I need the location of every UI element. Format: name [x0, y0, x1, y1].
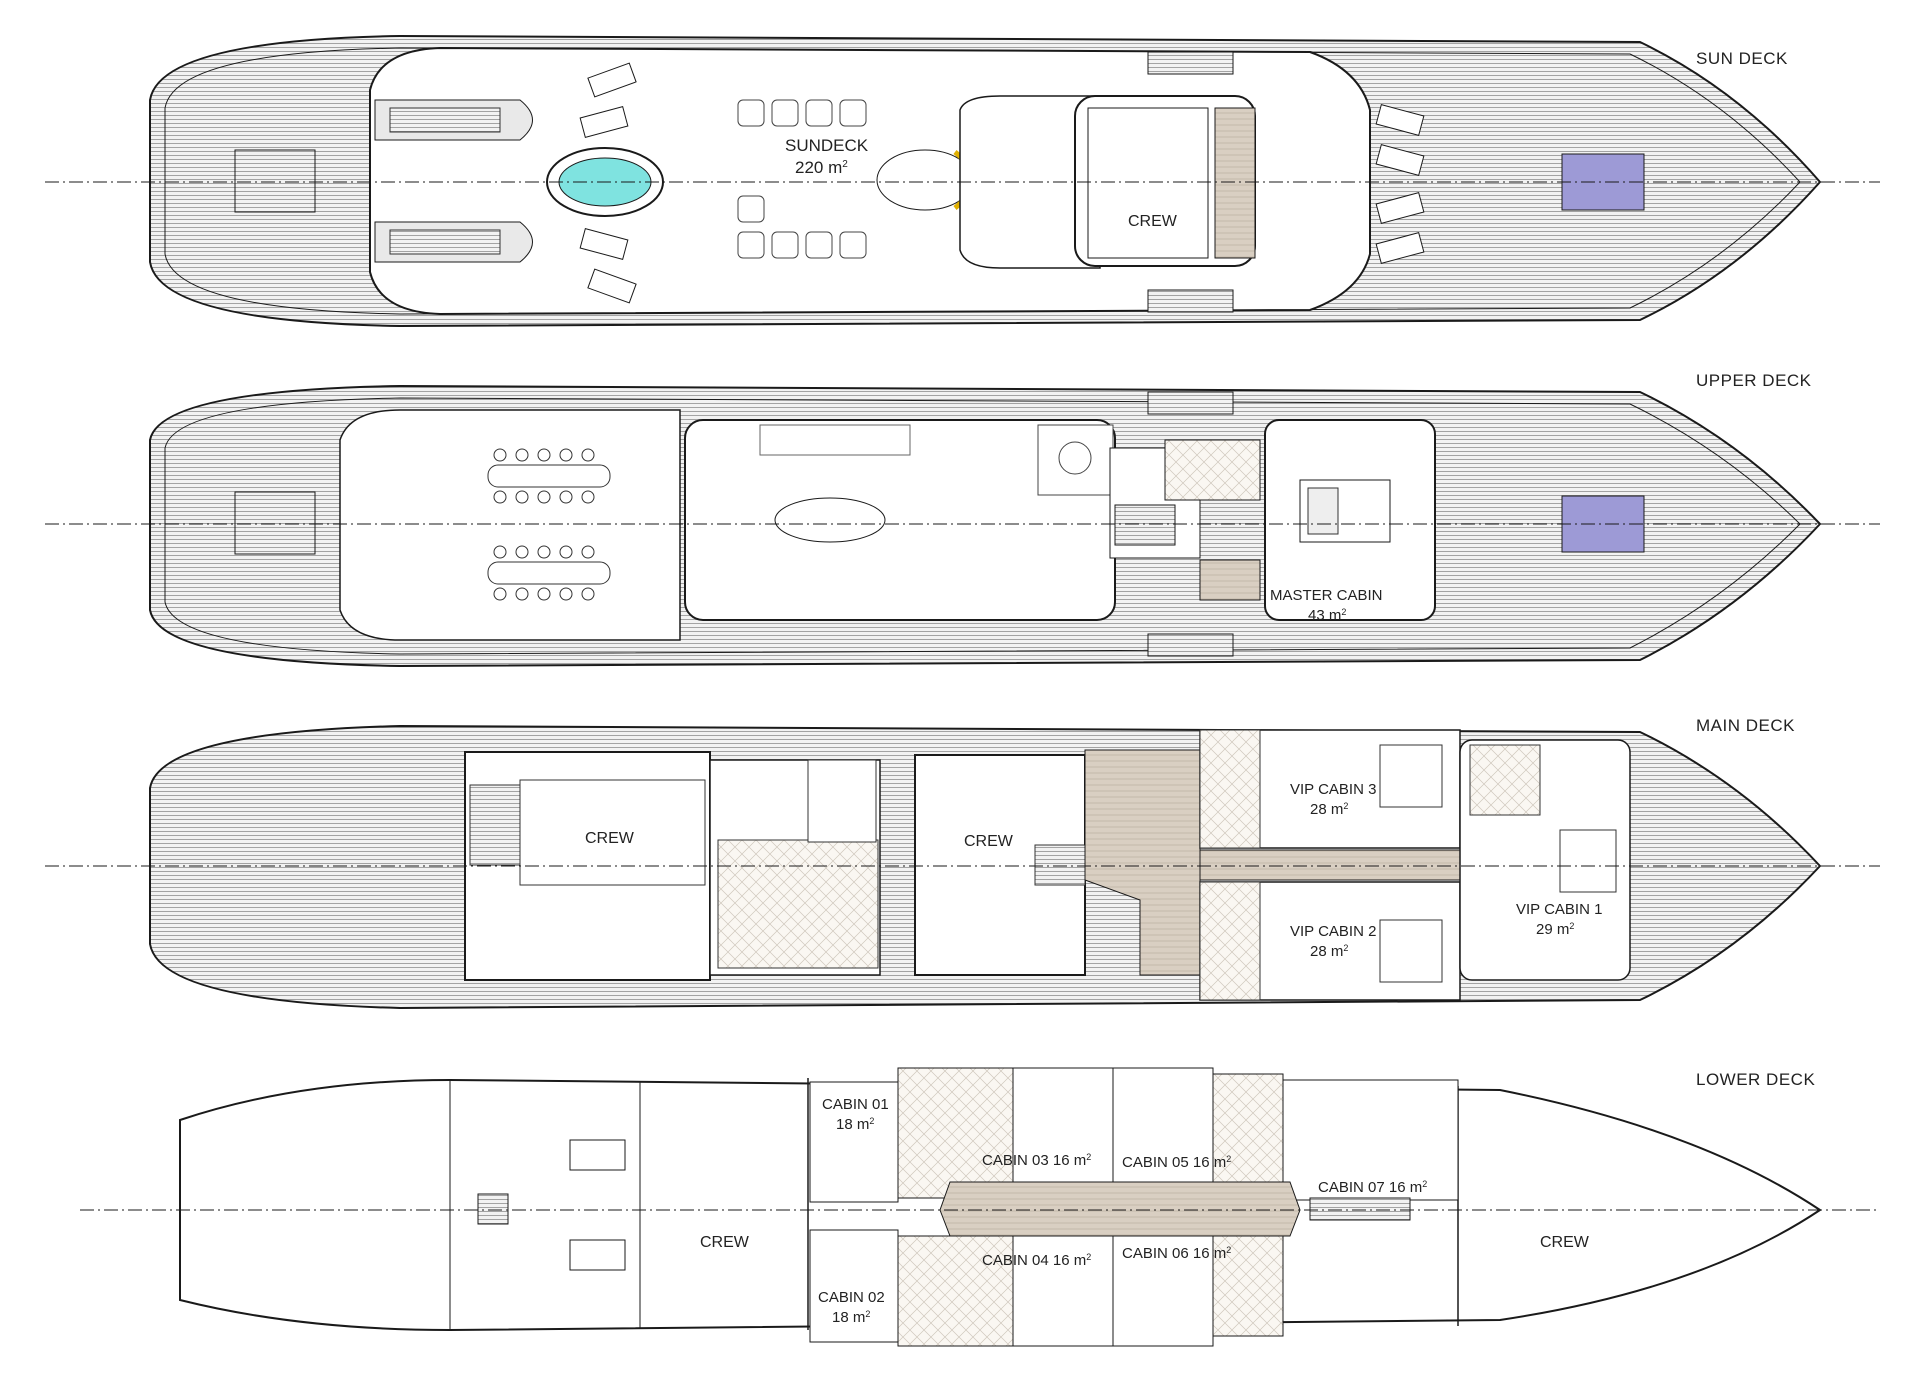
- cabin-05: [1112, 1067, 1214, 1199]
- vip-cabin-1-label: VIP CABIN 1: [1516, 901, 1602, 918]
- main-deck-title: MAIN DECK: [1696, 716, 1795, 735]
- lower-deck-plan: CREW CREW CABIN 01 18 m2 CABIN 02 18 m2 …: [80, 1067, 1880, 1347]
- tender-boats: [374, 99, 533, 263]
- master-cabin-label: MASTER CABIN: [1270, 587, 1383, 604]
- cabin-01-area: 18 m2: [836, 1116, 874, 1133]
- sun-loungers: [579, 62, 1425, 304]
- vip-cabin-3-label: VIP CABIN 3: [1290, 781, 1376, 798]
- vip-cabin-1-area: 29 m2: [1536, 921, 1574, 938]
- upper-deck-title: UPPER DECK: [1696, 371, 1812, 390]
- cabin-02-area: 18 m2: [832, 1309, 870, 1326]
- cabin-05-label: CABIN 05 16 m2: [1122, 1154, 1231, 1171]
- sun-crew-label: CREW: [1128, 213, 1178, 230]
- cabin-02-label: CABIN 02: [818, 1289, 885, 1306]
- upper-deck-plan: MASTER CABIN 43 m2: [45, 384, 1880, 668]
- vip-cabin-3-area: 28 m2: [1310, 801, 1348, 818]
- master-cabin-area: 43 m2: [1308, 607, 1346, 624]
- lower-crew-fwd-label: CREW: [1540, 1234, 1590, 1251]
- cabin-02: [809, 1229, 899, 1343]
- sun-deck-title: SUN DECK: [1696, 49, 1788, 68]
- lower-crew-aft-label: CREW: [700, 1234, 750, 1251]
- cabin-03-label: CABIN 03 16 m2: [982, 1152, 1091, 1169]
- vip-cabin-2-area: 28 m2: [1310, 943, 1348, 960]
- sundeck-area: 220 m2: [795, 158, 848, 177]
- cabin-06-label: CABIN 06 16 m2: [1122, 1245, 1231, 1262]
- main-crew-mid-label: CREW: [964, 833, 1014, 850]
- main-deck-plan: CREW CREW VIP CABIN 3 28 m2 VIP CABIN 2 …: [45, 724, 1880, 1010]
- aft-dining-tables: [487, 448, 611, 601]
- sundeck-label: SUNDECK: [785, 136, 869, 155]
- engine-port: [569, 1139, 626, 1171]
- cabin-04-label: CABIN 04 16 m2: [982, 1252, 1091, 1269]
- sun-deck-plan: SUNDECK 220 m2 CREW: [45, 34, 1880, 328]
- cabin-07-label: CABIN 07 16 m2: [1318, 1179, 1427, 1196]
- sundeck-chairs: [737, 99, 867, 259]
- engine-stbd: [569, 1239, 626, 1271]
- main-crew-aft-label: CREW: [585, 830, 635, 847]
- cabin-03: [1012, 1067, 1114, 1199]
- cabin-06: [1112, 1235, 1214, 1347]
- vip-cabin-2-label: VIP CABIN 2: [1290, 923, 1376, 940]
- cabin-01-label: CABIN 01: [822, 1096, 889, 1113]
- lower-deck-title: LOWER DECK: [1696, 1070, 1816, 1089]
